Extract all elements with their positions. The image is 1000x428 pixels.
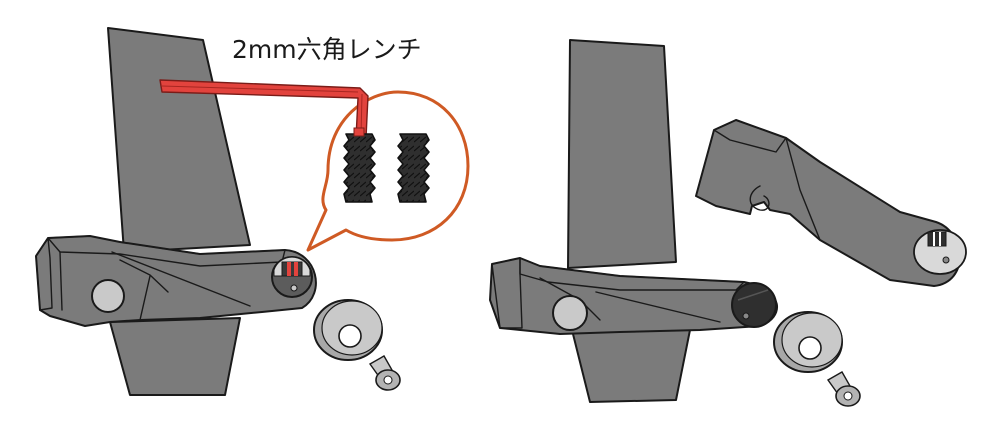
right-axle-hole [552, 295, 588, 331]
left-assembly: 2mm六角レンチ [35, 27, 470, 396]
button-bolt-icon [368, 355, 401, 391]
right-assembly [489, 39, 967, 407]
button-bolt-right [826, 371, 861, 407]
set-screw-zoom-1 [343, 127, 376, 203]
left-lower-stay [109, 317, 241, 396]
cover-cap-icon [313, 299, 383, 361]
left-axle-hole [91, 279, 125, 313]
set-screw-icon [281, 261, 303, 277]
right-lower-stay [571, 329, 691, 403]
right-pivot-socket [731, 282, 777, 328]
zoom-callout [306, 90, 470, 252]
dropout-icon [695, 119, 967, 287]
right-upper-stay [567, 39, 677, 269]
tool-label: 2mm六角レンチ [232, 35, 422, 64]
set-screw-zoom-2 [397, 133, 430, 203]
cover-cap-right [773, 311, 843, 373]
left-upper-stay [107, 27, 251, 253]
